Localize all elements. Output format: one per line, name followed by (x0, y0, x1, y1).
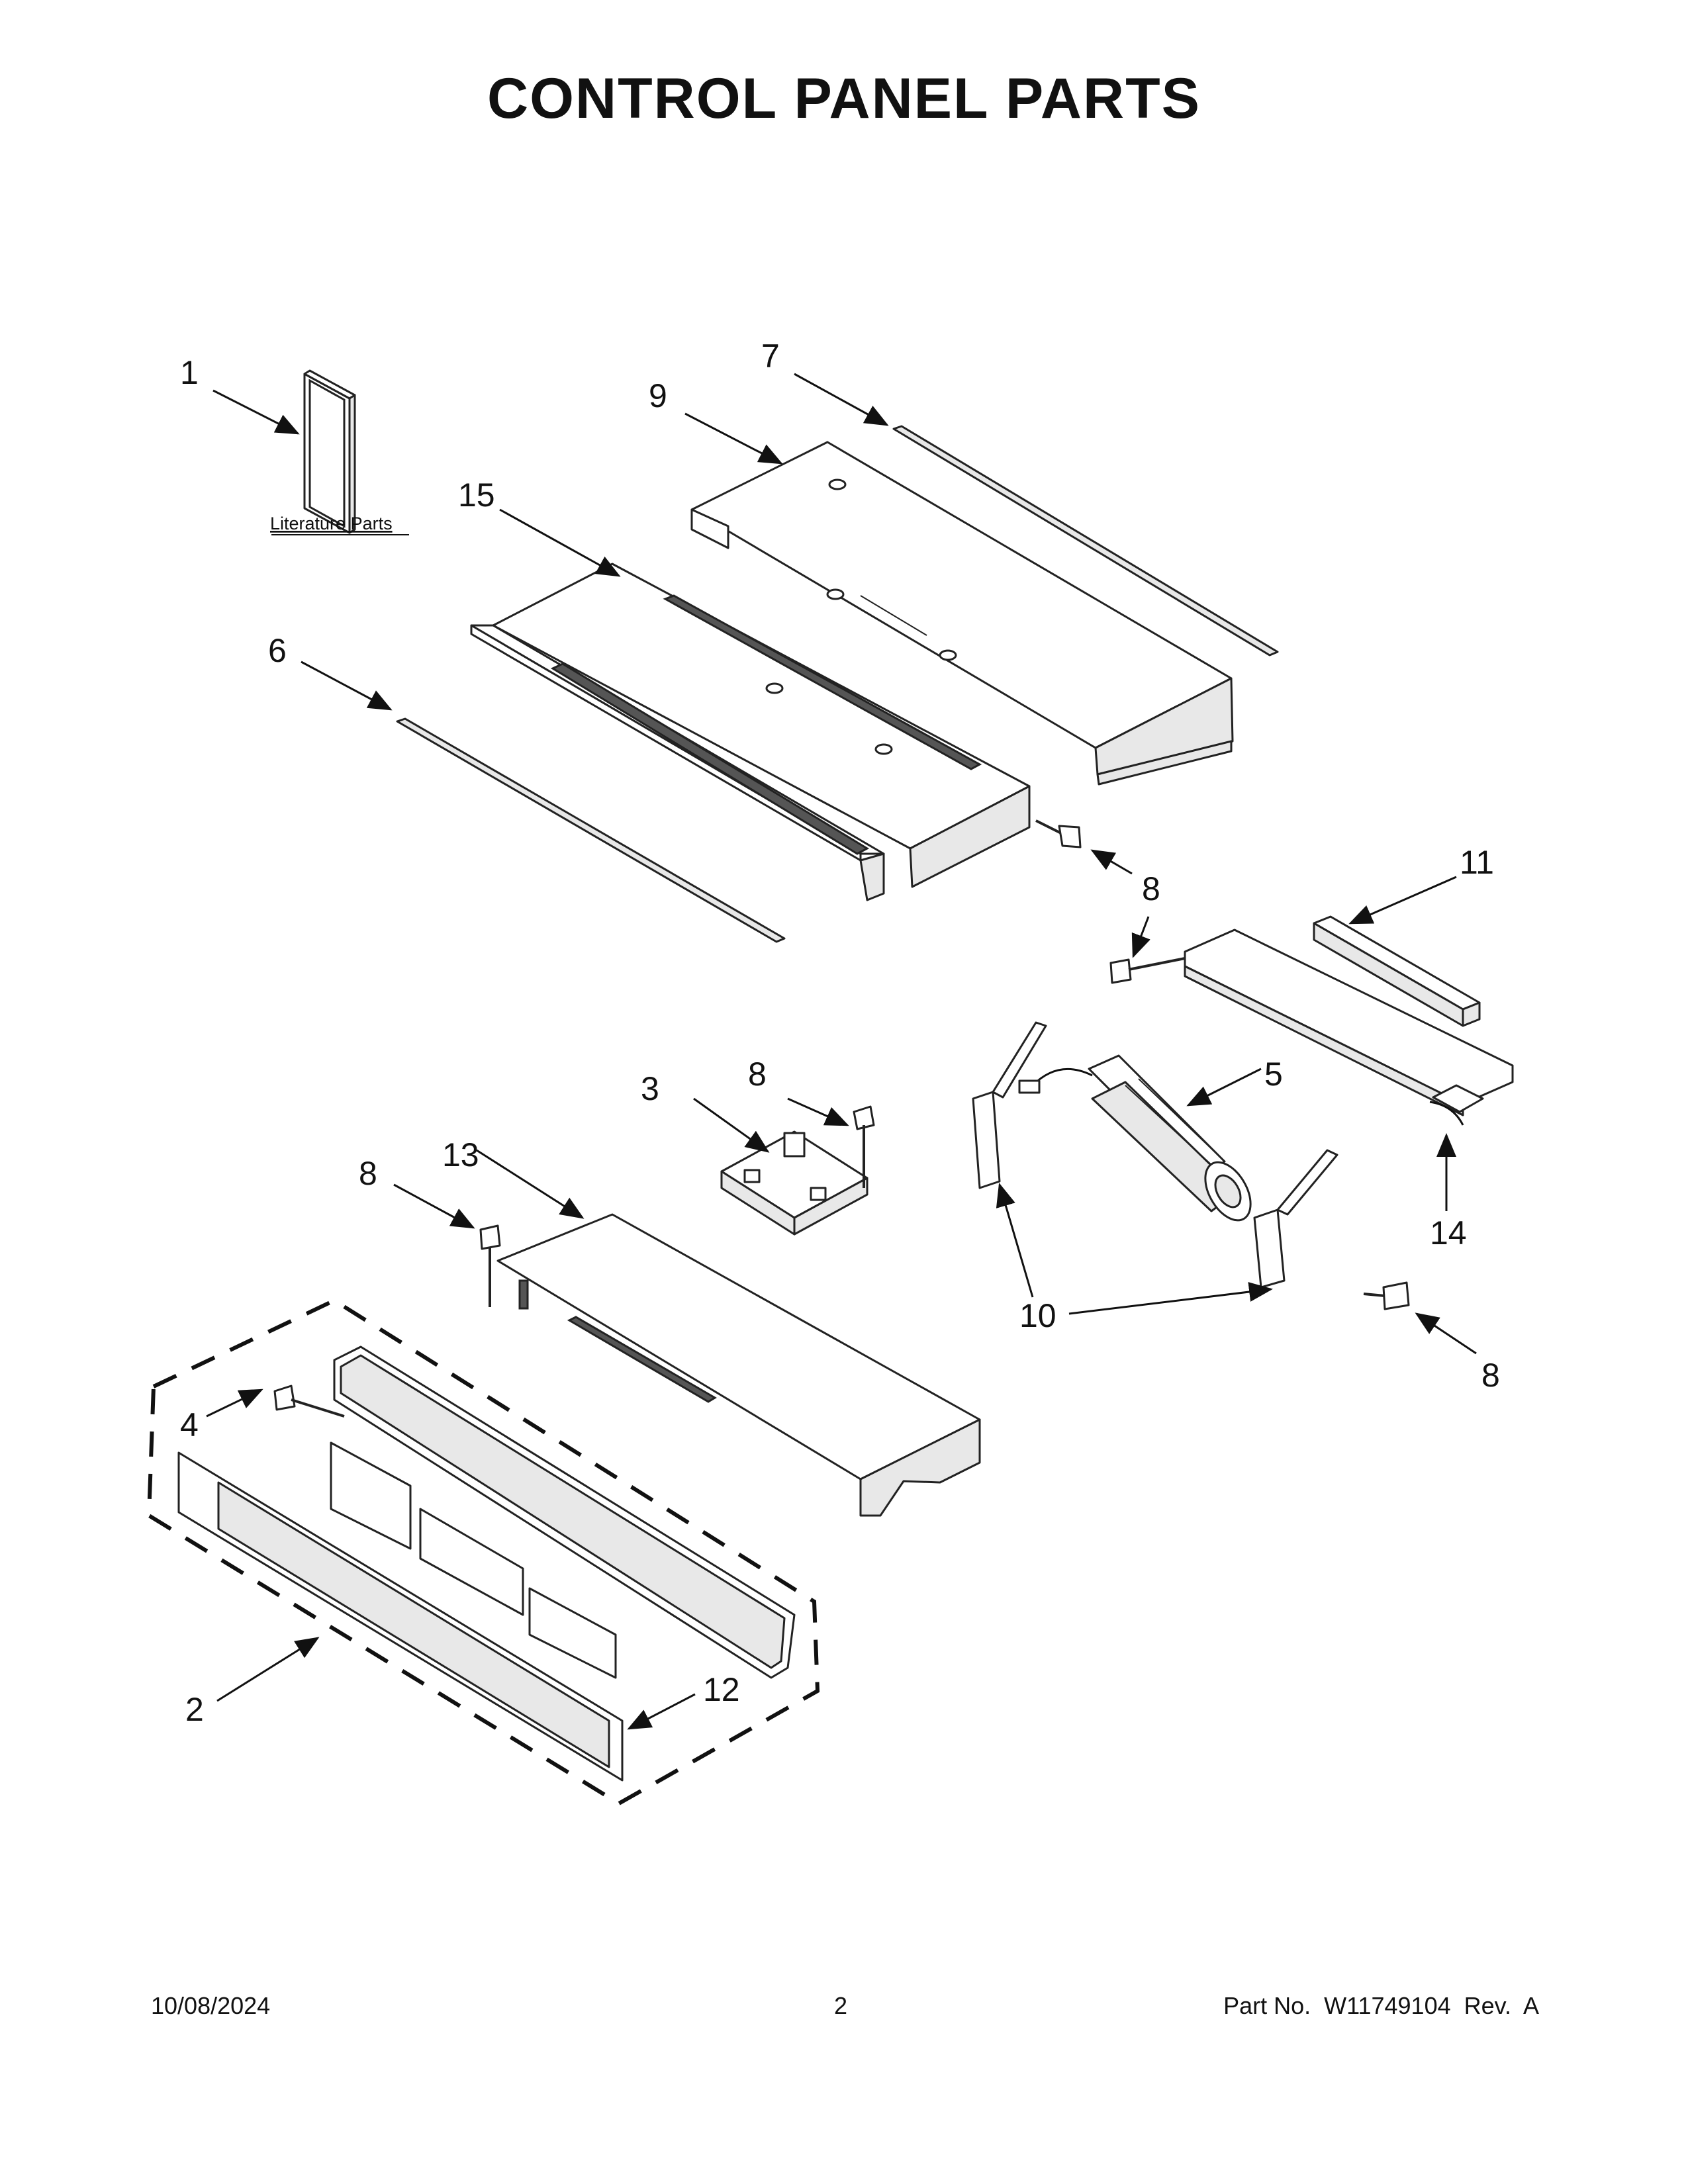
part-12-trim-frame (333, 1345, 796, 1679)
footer-page-number: 2 (833, 1992, 848, 2019)
part-10-right-bracket (1253, 1149, 1338, 1289)
callout-leaders (206, 373, 1477, 1730)
part-2-console-assembly-outline (146, 1298, 820, 1806)
callout-6: 6 (268, 632, 287, 669)
part-8-screw-e (479, 1224, 501, 1307)
part-5-cooling-fan (1018, 1054, 1252, 1222)
part-11-mount-bracket (1184, 929, 1514, 1116)
part-8-screw-a (1035, 819, 1082, 848)
callout-2: 2 (185, 1691, 204, 1728)
page-title: CONTROL PANEL PARTS (487, 67, 1201, 130)
callout-8-board: 8 (748, 1056, 767, 1093)
part-9-top-cover (690, 441, 1234, 786)
callout-1: 1 (180, 354, 199, 391)
callout-8-lower: 8 (1481, 1357, 1500, 1394)
callout-3: 3 (641, 1070, 659, 1107)
callout-11: 11 (1460, 844, 1494, 881)
part-4-screw (273, 1385, 345, 1418)
callout-15: 15 (458, 477, 495, 514)
literature-parts-label: Literature Parts (270, 514, 393, 533)
callout-9: 9 (649, 377, 667, 414)
part-14-wire-clip (1429, 1101, 1464, 1126)
part-11-insulation-strip (1313, 915, 1481, 1027)
callout-10: 10 (1019, 1297, 1056, 1334)
part-1-literature-booklet (303, 369, 356, 534)
part-2-console-panel (177, 1441, 624, 1782)
part-7-gasket-strip (892, 425, 1279, 657)
part-10-left-bracket (972, 1021, 1047, 1189)
footer-date: 10/08/2024 (151, 1992, 271, 2019)
part-8-screw-b (1109, 957, 1186, 984)
callout-5: 5 (1264, 1056, 1283, 1093)
part-15-panel-shell (470, 563, 1031, 901)
callout-14: 14 (1430, 1214, 1467, 1251)
callout-8-plate: 8 (359, 1155, 377, 1192)
footer-part-number: Part No. W11749104 Rev. A (1223, 1992, 1539, 2019)
callout-4: 4 (180, 1406, 199, 1443)
part-6-gasket-strip (396, 717, 786, 943)
callout-7: 7 (761, 338, 780, 375)
callout-13: 13 (442, 1136, 479, 1173)
callout-8-upper: 8 (1142, 870, 1160, 907)
part-13-mounting-plate (496, 1213, 981, 1517)
callout-12: 12 (703, 1671, 740, 1708)
part-8-screw-d (853, 1105, 875, 1188)
part-8-screw-c (1363, 1281, 1410, 1310)
part-3-control-board (720, 1130, 868, 1236)
